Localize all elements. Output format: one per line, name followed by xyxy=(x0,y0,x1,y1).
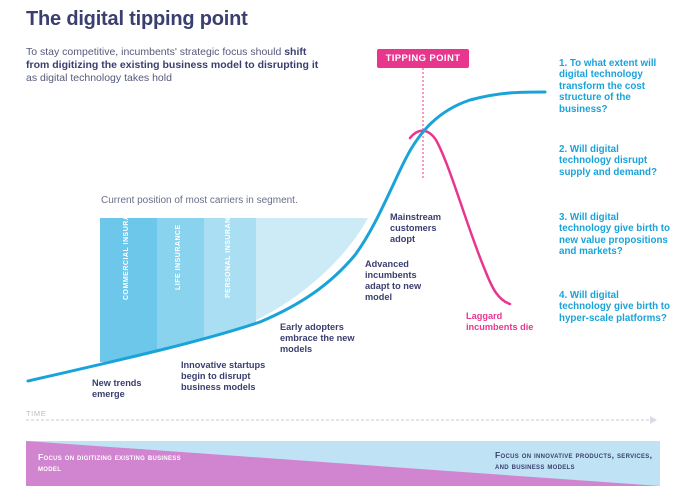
tipping-point-badge: TIPPING POINT xyxy=(377,49,469,68)
time-axis-arrow xyxy=(650,416,657,424)
current-position-caption: Current position of most carriers in seg… xyxy=(101,195,298,206)
segment-life-insurance xyxy=(157,218,204,362)
segment-label-personal: PERSONAL INSURANCE xyxy=(225,207,232,298)
segment-label-commercial: COMMERCIAL INSURANCE xyxy=(123,198,130,300)
focus-digitizing-label: Focus on digitizing existing business mo… xyxy=(38,452,181,473)
page-title: The digital tipping point xyxy=(26,8,248,30)
stage-new-trends: New trends emerge xyxy=(92,378,142,399)
question-4: 4. Will digital technology give birth to… xyxy=(559,290,671,324)
focus-band-left xyxy=(26,441,660,486)
time-axis-label: TIME xyxy=(26,409,47,418)
stage-innovative-startups: Innovative startups begin to disrupt bus… xyxy=(181,360,266,392)
stage-early-adopters: Early adopters embrace the new models xyxy=(280,322,355,354)
intro-text: To stay competitive, incumbents' strateg… xyxy=(26,46,319,84)
adoption-curve xyxy=(26,90,547,383)
segment-commercial-insurance xyxy=(100,218,157,362)
focus-innovative-label: Focus on innovative products, services, … xyxy=(495,450,653,471)
segment-label-life: LIFE INSURANCE xyxy=(175,224,182,290)
stage-advanced-incumbents: Advanced incumbents adapt to new model xyxy=(365,259,422,302)
stage-mainstream-customers: Mainstream customers adopt xyxy=(390,212,442,244)
stage-laggard-incumbents: Laggard incumbents die xyxy=(466,311,534,332)
question-3: 3. Will digital technology give birth to… xyxy=(559,212,671,258)
question-1: 1. To what extent will digital technolog… xyxy=(559,58,657,115)
question-2: 2. Will digital technology disrupt suppl… xyxy=(559,144,657,178)
